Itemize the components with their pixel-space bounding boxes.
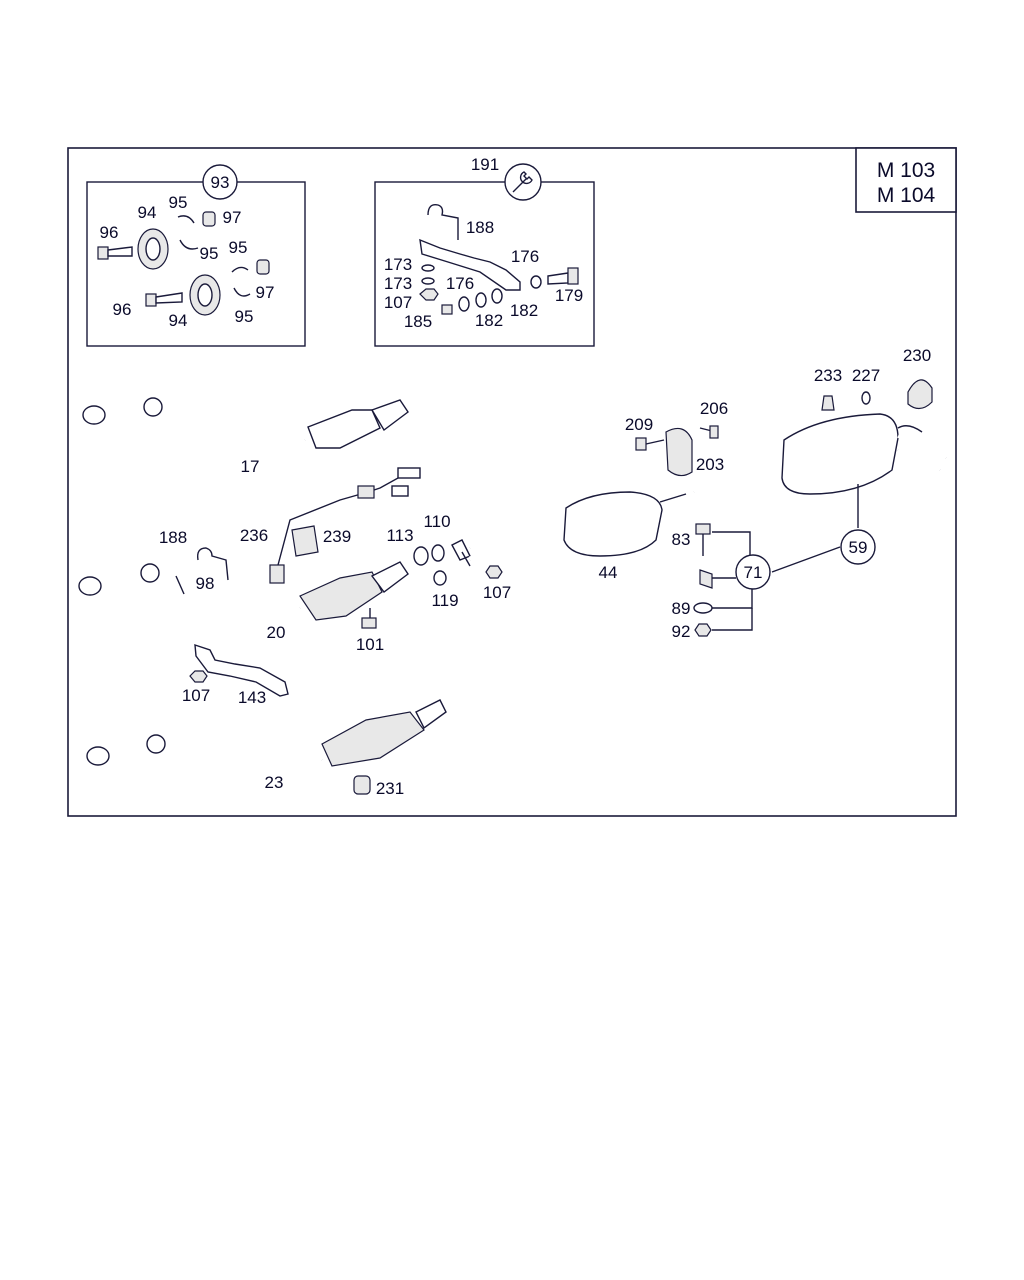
mount-233[interactable]: 233 (814, 366, 842, 411)
callout-59[interactable] (840, 529, 876, 565)
connector-239[interactable]: 239 (291, 525, 351, 557)
bolt-185[interactable] (441, 304, 453, 315)
washer-89[interactable]: 89 (672, 599, 713, 618)
hanger-188[interactable]: 188 (159, 528, 229, 581)
ring-119[interactable]: 119 (431, 570, 459, 610)
nut-92[interactable]: 92 (672, 622, 712, 641)
kit-93-label-95b: 95 (200, 244, 219, 263)
kit-191-label-182b: 182 (510, 301, 538, 320)
kit-93-label-95a: 95 (169, 193, 188, 212)
label-107-lower: 107 (182, 686, 210, 705)
ring-227[interactable]: 227 (852, 366, 880, 405)
label-98: 98 (196, 574, 215, 593)
bracket-176[interactable] (419, 238, 521, 291)
ring-113[interactable]: 113 (386, 526, 445, 566)
mount-231[interactable]: 231 (353, 775, 404, 798)
label-17: 17 (241, 457, 260, 476)
kit-93-label-95c: 95 (229, 238, 248, 257)
label-143: 143 (238, 688, 266, 707)
nut-107-kit[interactable] (419, 288, 439, 301)
kit-191-label-185: 185 (404, 312, 432, 331)
front-pipe-17[interactable]: 17 (82, 397, 409, 476)
bolt-101[interactable]: 101 (356, 608, 384, 654)
engine-label-line1: M 103 (877, 159, 935, 182)
bolt-83[interactable]: 83 (672, 523, 711, 556)
kit-191-label-173a: 173 (384, 255, 412, 274)
label-230: 230 (903, 346, 931, 365)
nut-107-lower[interactable]: 107 (182, 670, 210, 705)
clamp-kit-71: 71 83 89 92 (672, 523, 841, 641)
bolt-96-lower[interactable] (145, 292, 183, 307)
label-92: 92 (672, 622, 691, 641)
kit-191-label-176b: 176 (511, 247, 539, 266)
kit-191-label-179: 179 (555, 286, 583, 305)
label-113: 113 (386, 526, 413, 545)
kit-191-ref: 191 (471, 155, 499, 174)
catalytic-pipe-20[interactable]: 20 (78, 561, 409, 642)
wrench-icon (512, 171, 533, 193)
hanger-203[interactable]: 203 (665, 427, 724, 477)
nut-97-upper[interactable] (202, 211, 216, 227)
label-203: 203 (696, 455, 724, 474)
clamp-part[interactable] (699, 569, 713, 589)
bolt-179[interactable] (547, 272, 569, 285)
engine-label-box: M 103 M 104 (855, 147, 957, 213)
label-231: 231 (376, 779, 404, 798)
label-59: 59 (849, 538, 868, 557)
nut-97-lower[interactable] (256, 259, 270, 275)
label-107-middle: 107 (483, 583, 511, 602)
label-23: 23 (265, 773, 284, 792)
kit-93-label-96a: 96 (100, 223, 119, 242)
kit-93-ref: 93 (211, 173, 230, 192)
label-71: 71 (744, 563, 763, 582)
kit-93-label-96b: 96 (113, 300, 132, 319)
kit-93-callout[interactable] (202, 164, 238, 200)
kit-191-label-176a: 176 (446, 274, 474, 293)
front-pipe-23[interactable]: 23 (86, 699, 447, 792)
rear-muffler-59[interactable] (693, 413, 947, 496)
kit-93-label-97b: 97 (256, 283, 275, 302)
kit-191-box: 191 188 173 173 176 176 107 179 185 182 … (374, 155, 595, 347)
kit-93-label-94b: 94 (169, 311, 188, 330)
middle-muffler-44[interactable]: 44 (468, 491, 687, 582)
kit-191-label-173b: 173 (384, 274, 412, 293)
bracket-143[interactable]: 143 (194, 643, 289, 707)
label-44: 44 (599, 563, 618, 582)
label-110: 110 (423, 512, 450, 531)
kit-93-box: 93 96 94 95 97 95 95 97 96 94 95 (86, 164, 306, 347)
label-236: 236 (240, 526, 268, 545)
label-209: 209 (625, 415, 653, 434)
bolt-98[interactable]: 98 (175, 574, 215, 595)
label-227: 227 (852, 366, 880, 385)
kit-93-label-95d: 95 (235, 307, 254, 326)
callout-71[interactable] (735, 554, 771, 590)
kit-191-label-107: 107 (384, 293, 412, 312)
oxygen-sensor-236[interactable]: 236 (240, 467, 421, 584)
diagram-frame (67, 147, 957, 817)
hanger-188-kit[interactable] (427, 204, 459, 240)
label-83: 83 (672, 530, 691, 549)
label-119: 119 (431, 591, 458, 610)
bolt-209[interactable]: 209 (625, 415, 665, 451)
clamp-110[interactable]: 110 (423, 512, 471, 567)
engine-label-line2: M 104 (877, 184, 936, 207)
bolt-96-upper[interactable] (97, 246, 133, 260)
mount-230[interactable]: 230 (903, 346, 933, 410)
kit-191-label-182a: 182 (475, 311, 503, 330)
bolt-206[interactable]: 206 (700, 399, 728, 439)
label-239: 239 (323, 527, 351, 546)
kit-93-label-97a: 97 (223, 208, 242, 227)
kit-93-label-94a: 94 (138, 203, 157, 222)
label-101: 101 (356, 635, 384, 654)
label-20: 20 (267, 623, 286, 642)
nut-107-middle[interactable]: 107 (483, 565, 511, 602)
label-206: 206 (700, 399, 728, 418)
label-89: 89 (672, 599, 691, 618)
label-233: 233 (814, 366, 842, 385)
label-188: 188 (159, 528, 187, 547)
kit-191-label-188: 188 (466, 218, 494, 237)
